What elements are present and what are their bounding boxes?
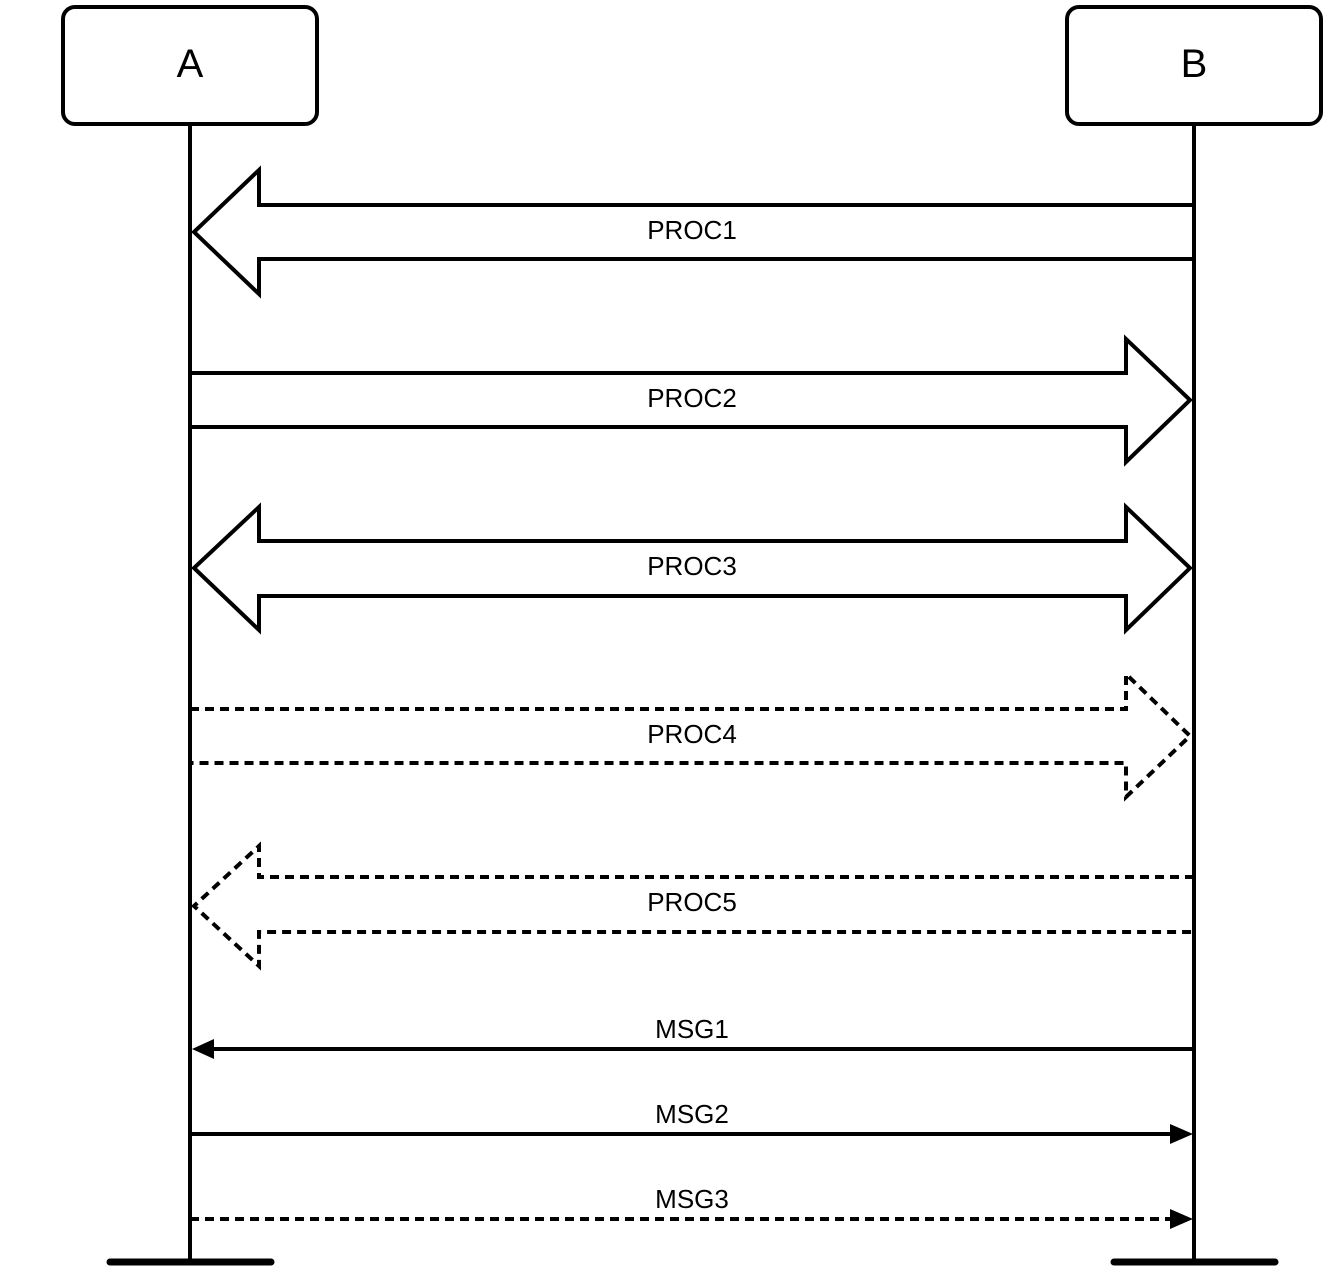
- proc-arrow-1-shape: [191, 165, 1194, 299]
- actor-a-label: A: [177, 42, 204, 86]
- proc-label-2: PROC2: [647, 383, 737, 413]
- actor-b-label: B: [1181, 42, 1208, 86]
- proc-arrow-3[interactable]: PROC3: [191, 502, 1193, 635]
- msg-arrow-2-head: [1170, 1124, 1193, 1144]
- msg-arrow-3-head: [1170, 1209, 1193, 1229]
- msg-label-3: MSG3: [655, 1184, 729, 1214]
- proc-arrow-3-shape: [191, 502, 1193, 635]
- proc-arrow-4[interactable]: PROC4: [188, 669, 1193, 802]
- msg-label-2: MSG2: [655, 1099, 729, 1129]
- actor-b[interactable]: B: [1065, 5, 1323, 126]
- proc-arrow-5-shape: [191, 841, 1196, 971]
- msg-arrow-1-head: [192, 1039, 214, 1059]
- msg-arrow-1[interactable]: MSG1: [192, 1014, 1194, 1059]
- msg-label-1: MSG1: [655, 1014, 729, 1044]
- msg-arrow-3[interactable]: MSG3: [190, 1184, 1193, 1229]
- proc-label-1: PROC1: [647, 215, 737, 245]
- proc-label-5: PROC5: [647, 887, 737, 917]
- proc-arrow-1[interactable]: PROC1: [191, 165, 1194, 299]
- msg-arrow-2[interactable]: MSG2: [190, 1099, 1193, 1144]
- proc-label-4: PROC4: [647, 719, 737, 749]
- proc-arrow-5[interactable]: PROC5: [191, 841, 1196, 971]
- proc-arrow-2-shape: [190, 334, 1193, 467]
- proc-arrow-2[interactable]: PROC2: [190, 334, 1193, 467]
- actor-a[interactable]: A: [61, 5, 319, 126]
- proc-label-3: PROC3: [647, 551, 737, 581]
